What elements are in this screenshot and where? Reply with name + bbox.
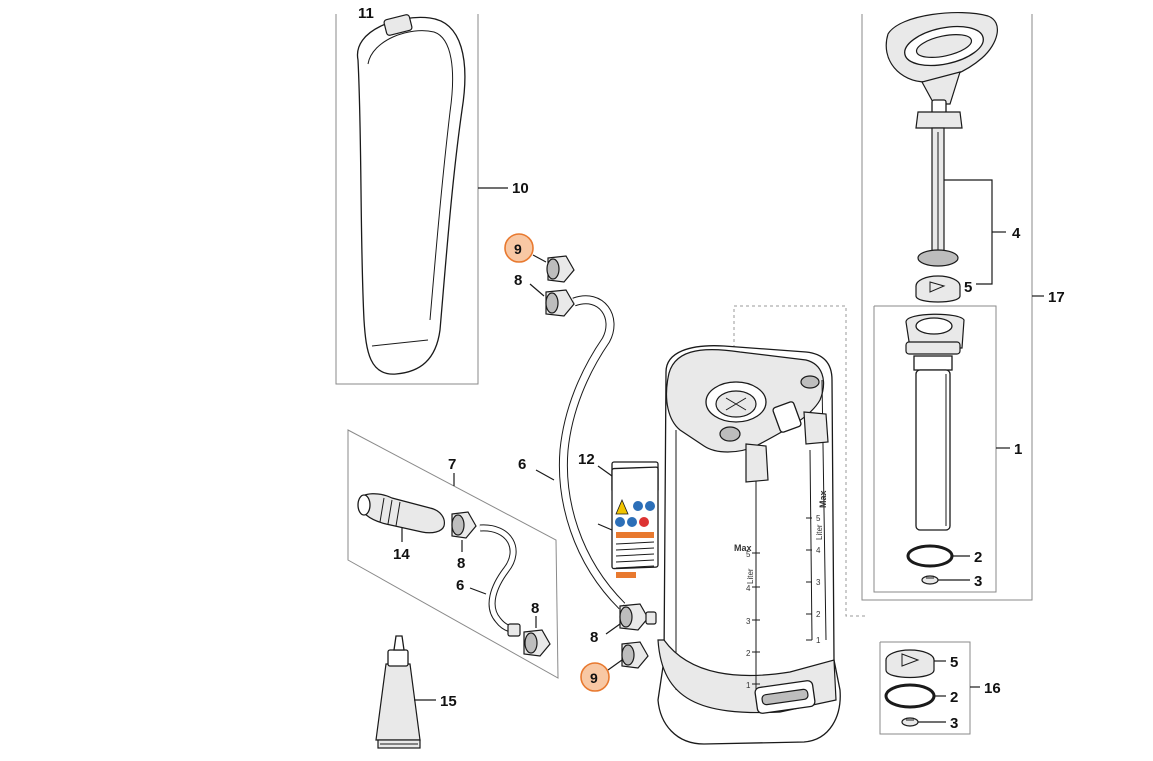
callout-14[interactable]: 14 [393,546,410,563]
grease-tube[interactable] [375,635,421,749]
callout-3-pump[interactable]: 3 [974,573,982,590]
kit-check-valve[interactable] [901,717,919,727]
seal-kit-frame [879,641,971,735]
scale-mark-front-4: 4 [746,584,751,593]
callout-5-kit[interactable]: 5 [950,654,958,671]
scale-max-front: Max [734,543,752,553]
scale-unit-front: Liter [746,568,755,584]
pump-o-ring[interactable] [906,544,954,568]
callout-12[interactable]: 12 [578,451,595,468]
pump-check-valve[interactable] [921,575,939,585]
callout-2-pump[interactable]: 2 [974,549,982,566]
screw-cap-bottom[interactable] [621,641,649,669]
scale-mark-front-3: 3 [746,617,751,626]
piston-rod[interactable] [915,99,963,267]
scale-mark-rear-3: 3 [816,578,821,587]
strap-group: 10 11 [335,5,529,385]
kit-o-ring[interactable] [884,683,936,709]
seal-kit-group: 5 2 3 16 [879,641,1001,735]
pump-handle[interactable] [885,11,998,105]
scale-mark-front-1: 1 [746,681,751,690]
nozzle-kit-group: 7 14 8 6 8 [347,429,559,679]
strap-buckle[interactable] [383,14,413,36]
tank-body[interactable] [657,345,841,745]
tank-scale-front: Max Liter 5 4 3 2 1 [734,543,760,690]
highlight-9-top[interactable]: 9 [504,233,534,263]
callout-2-kit[interactable]: 2 [950,689,958,706]
callout-7[interactable]: 7 [448,456,456,473]
scale-mark-rear-1: 1 [816,636,821,645]
callout-1[interactable]: 1 [1014,441,1022,458]
scale-max-rear: Max [818,490,828,508]
svg-text:9: 9 [514,241,522,257]
pump-cylinder[interactable] [905,313,965,531]
union-nut-kit-top[interactable] [451,511,477,539]
warning-labels[interactable] [611,461,659,578]
callout-11[interactable]: 11 [358,5,374,22]
screw-cap-top[interactable] [546,255,575,283]
strap-frame [335,14,479,385]
scale-mark-front-5: 5 [746,550,751,559]
callout-8-bottom[interactable]: 8 [590,629,598,646]
pump-inner-frame [873,305,997,593]
callout-8-kit-bottom[interactable]: 8 [531,600,539,617]
scale-mark-rear-2: 2 [816,610,821,619]
callout-5-pump[interactable]: 5 [964,279,972,296]
union-nut-kit-bottom[interactable] [507,623,551,657]
callout-17[interactable]: 17 [1048,289,1065,306]
svg-text:9: 9 [590,670,598,686]
spray-nozzle[interactable] [357,493,445,534]
callout-6-main[interactable]: 6 [518,456,526,473]
callout-6-kit[interactable]: 6 [456,577,464,594]
callout-16[interactable]: 16 [984,680,1001,697]
pump-valve[interactable] [915,275,961,303]
highlight-9-bottom[interactable]: 9 [580,662,610,692]
union-nut-top[interactable] [545,289,575,317]
kit-valve[interactable] [885,649,935,679]
callout-8-top[interactable]: 8 [514,272,522,289]
scale-unit-rear: Liter [815,524,824,540]
nozzle-kit-frame [347,429,559,679]
scale-mark-rear-5: 5 [816,514,821,523]
scale-mark-front-2: 2 [746,649,751,658]
callout-10[interactable]: 10 [512,180,529,197]
callout-3-kit[interactable]: 3 [950,715,958,732]
callout-15[interactable]: 15 [440,693,457,710]
callout-4[interactable]: 4 [1012,225,1021,242]
scale-mark-rear-4: 4 [816,546,821,555]
union-nut-bottom[interactable] [619,603,657,631]
shoulder-strap[interactable] [356,16,466,375]
tank-pump-link [733,305,868,617]
pump-group: 17 4 5 [861,11,1065,601]
callout-8-kit-top[interactable]: 8 [457,555,465,572]
pump-outer-frame [861,14,1033,601]
tank-scale-rear: Max Liter 5 4 3 2 1 [806,490,828,645]
